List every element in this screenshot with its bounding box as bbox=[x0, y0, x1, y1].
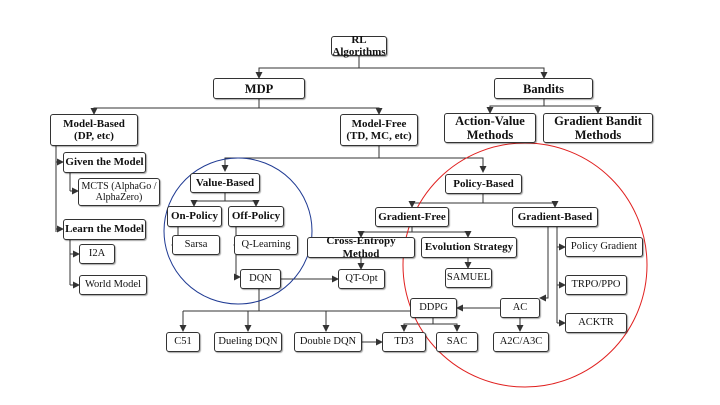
node-dueling-dqn: Dueling DQN bbox=[214, 332, 282, 352]
node-dqn: DQN bbox=[240, 269, 281, 289]
node-on-policy: On-Policy bbox=[167, 206, 222, 227]
node-bandits: Bandits bbox=[494, 78, 593, 99]
node-samuel: SAMUEL bbox=[445, 268, 492, 288]
node-q-learning: Q-Learning bbox=[234, 235, 298, 255]
edge-mdp-to-model-free bbox=[259, 107, 383, 115]
node-td3: TD3 bbox=[382, 332, 426, 352]
node-action-value: Action-Value Methods bbox=[444, 113, 536, 143]
edge-mdp-to-model-based bbox=[90, 99, 260, 115]
node-rl-algorithms: RL Algorithms bbox=[331, 33, 387, 58]
node-world-model: World Model bbox=[79, 275, 147, 295]
node-off-policy: Off-Policy bbox=[228, 206, 284, 227]
node-i2a: I2A bbox=[79, 244, 115, 264]
edge-to-policy-based bbox=[379, 157, 487, 173]
node-evolution-strategy: Evolution Strategy bbox=[421, 237, 517, 258]
node-value-based: Value-Based bbox=[190, 173, 260, 193]
node-model-free: Model-Free (TD, MC, etc) bbox=[340, 114, 418, 146]
edge-root-to-mdp bbox=[255, 56, 360, 79]
policy-based-highlight-circle bbox=[402, 142, 648, 388]
node-given-the-model: Given the Model bbox=[63, 152, 146, 173]
node-ddpg: DDPG bbox=[410, 298, 457, 318]
node-mdp: MDP bbox=[213, 78, 305, 99]
node-sarsa: Sarsa bbox=[172, 235, 220, 255]
edge-gradient-free-split bbox=[357, 227, 413, 238]
node-model-based: Model-Based (DP, etc) bbox=[50, 114, 138, 146]
edge-to-gradient-based bbox=[483, 201, 559, 208]
edge-policy-based-trunk bbox=[408, 194, 484, 208]
node-qt-opt: QT-Opt bbox=[338, 269, 385, 289]
value-based-highlight-circle bbox=[163, 157, 313, 305]
node-gradient-based: Gradient-Based bbox=[512, 207, 598, 227]
node-gradient-free: Gradient-Free bbox=[375, 207, 449, 227]
edge-to-value-based bbox=[221, 157, 379, 172]
node-sac: SAC bbox=[436, 332, 478, 352]
node-trpo-ppo: TRPO/PPO bbox=[565, 275, 627, 295]
node-ac: AC bbox=[500, 298, 540, 318]
edge-ddpg-to-sac bbox=[433, 323, 461, 332]
edge-bandits-to-gradient-bandit bbox=[544, 105, 602, 114]
edge-to-evolution-strategy bbox=[412, 231, 472, 238]
node-c51: C51 bbox=[166, 332, 200, 352]
edge-bandits-to-action-value bbox=[486, 99, 545, 114]
node-policy-based: Policy-Based bbox=[445, 174, 522, 194]
node-mcts: MCTS (AlphaGo / AlphaZero) bbox=[78, 178, 160, 206]
edge-root-to-bandits bbox=[359, 67, 548, 79]
node-gradient-bandit: Gradient Bandit Methods bbox=[543, 113, 653, 143]
node-a2c-a3c: A2C/A3C bbox=[493, 332, 549, 352]
node-learn-the-model: Learn the Model bbox=[63, 219, 146, 240]
node-policy-gradient: Policy Gradient bbox=[565, 237, 643, 257]
node-acktr: ACKTR bbox=[565, 313, 627, 333]
edge-gradient-based-to-ac bbox=[539, 227, 549, 302]
node-double-dqn: Double DQN bbox=[294, 332, 362, 352]
node-cross-entropy: Cross-Entropy Method bbox=[307, 235, 415, 260]
